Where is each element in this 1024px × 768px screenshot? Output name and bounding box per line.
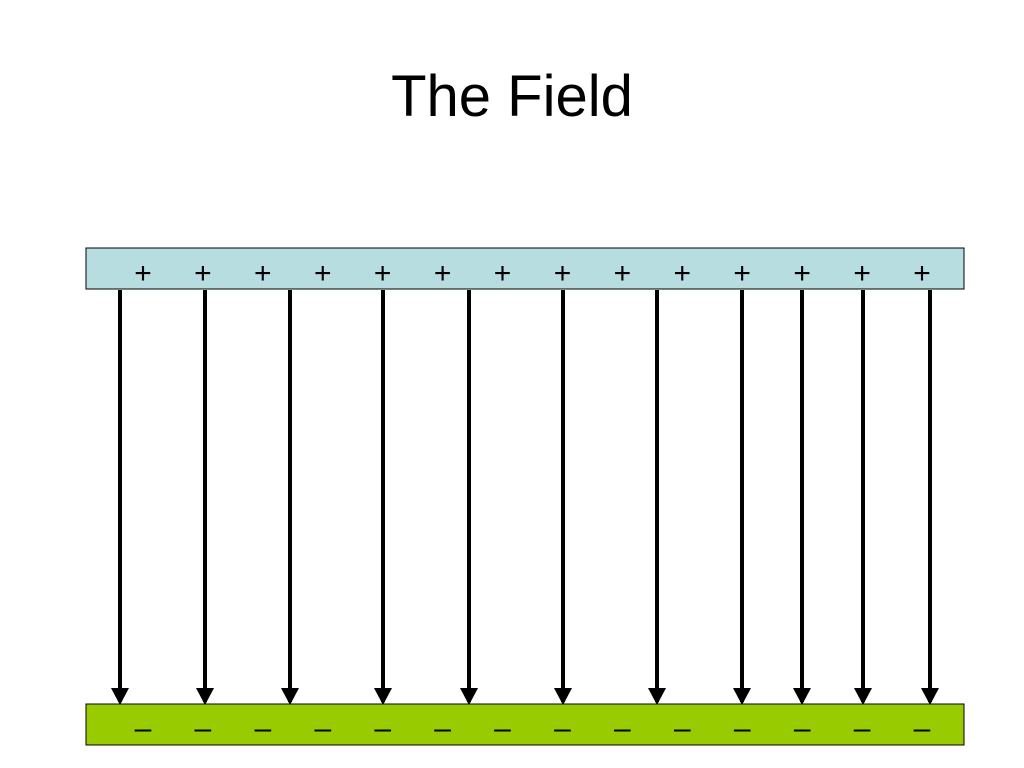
negative-charge-symbol: – <box>135 712 152 745</box>
negative-charges: –––––––––––––– <box>135 712 931 745</box>
arrowhead <box>196 688 214 705</box>
positive-charge-symbol: + <box>614 257 632 290</box>
negative-charge-symbol: – <box>554 712 571 745</box>
arrowhead <box>921 688 939 705</box>
negative-charge-symbol: – <box>674 712 691 745</box>
negative-charge-symbol: – <box>794 712 811 745</box>
arrowhead <box>111 688 129 705</box>
arrowhead <box>281 688 299 705</box>
positive-charge-symbol: + <box>554 257 572 290</box>
negative-charge-symbol: – <box>314 712 331 745</box>
negative-charge-symbol: – <box>734 712 751 745</box>
negative-charge-symbol: – <box>614 712 631 745</box>
arrowhead <box>648 688 666 705</box>
positive-charge-symbol: + <box>674 257 692 290</box>
field-lines <box>111 290 939 705</box>
positive-charges: + + + + + + + + + + + + + + <box>134 257 931 290</box>
negative-charge-symbol: – <box>854 712 871 745</box>
positive-charge-symbol: + <box>793 257 811 290</box>
positive-charge-symbol: + <box>494 257 512 290</box>
negative-charge-symbol: – <box>254 712 271 745</box>
positive-charge-symbol: + <box>374 257 392 290</box>
negative-plate <box>85 703 965 746</box>
arrowhead <box>460 688 478 705</box>
positive-charge-symbol: + <box>254 257 272 290</box>
positive-plate <box>85 247 965 290</box>
positive-charge-symbol: + <box>134 257 152 290</box>
arrowhead <box>554 688 572 705</box>
positive-charge-symbol: + <box>434 257 452 290</box>
positive-charge-symbol: + <box>314 257 332 290</box>
arrowhead <box>374 688 392 705</box>
positive-charge-symbol: + <box>194 257 212 290</box>
negative-charge-symbol: – <box>374 712 391 745</box>
negative-charge-symbol: – <box>914 712 931 745</box>
arrowhead <box>733 688 751 705</box>
negative-charge-symbol: – <box>434 712 451 745</box>
positive-charge-symbol: + <box>733 257 751 290</box>
arrowhead <box>793 688 811 705</box>
arrowhead <box>854 688 872 705</box>
positive-charge-symbol: + <box>853 257 871 290</box>
negative-charge-symbol: – <box>494 712 511 745</box>
negative-charge-symbol: – <box>195 712 212 745</box>
slide-title: The Field <box>391 64 633 129</box>
positive-charge-symbol: + <box>913 257 931 290</box>
